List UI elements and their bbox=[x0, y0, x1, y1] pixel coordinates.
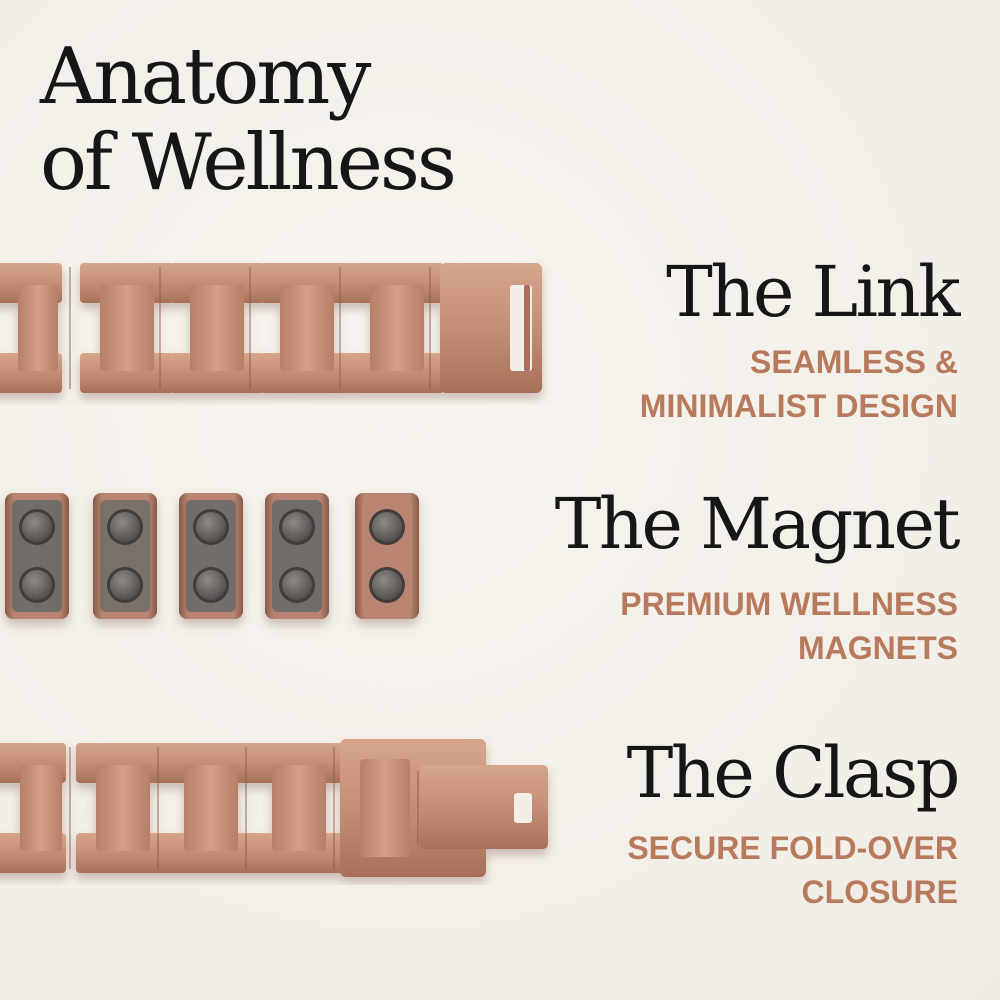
section-subtitle-magnet-line-2: MAGNETS bbox=[798, 630, 958, 666]
copper-link-band-image bbox=[0, 263, 542, 393]
section-subtitle-link-line-2: MINIMALIST DESIGN bbox=[639, 388, 958, 424]
page-title-line-1: Anatomy bbox=[40, 32, 371, 122]
page-title-line-2: of Wellness bbox=[40, 118, 457, 208]
section-subtitle-clasp-line-1: SECURE FOLD-OVER bbox=[627, 830, 958, 866]
page-title: Anatomy of Wellness bbox=[40, 32, 457, 208]
section-subtitle-clasp: SECURE FOLD-OVER CLOSURE bbox=[488, 826, 958, 914]
copper-clasp-band-image bbox=[0, 739, 548, 877]
section-subtitle-link-line-1: SEAMLESS & bbox=[749, 344, 958, 380]
section-subtitle-clasp-line-2: CLOSURE bbox=[801, 874, 958, 910]
section-heading-clasp: The Clasp bbox=[626, 732, 961, 814]
section-heading-magnet: The Magnet bbox=[554, 483, 961, 565]
copper-magnet-blocks-image bbox=[5, 493, 419, 619]
section-heading-link: The Link bbox=[666, 251, 960, 333]
section-subtitle-magnet: PREMIUM WELLNESS MAGNETS bbox=[488, 582, 958, 670]
section-subtitle-magnet-line-1: PREMIUM WELLNESS bbox=[620, 586, 958, 622]
section-subtitle-link: SEAMLESS & MINIMALIST DESIGN bbox=[488, 340, 958, 428]
